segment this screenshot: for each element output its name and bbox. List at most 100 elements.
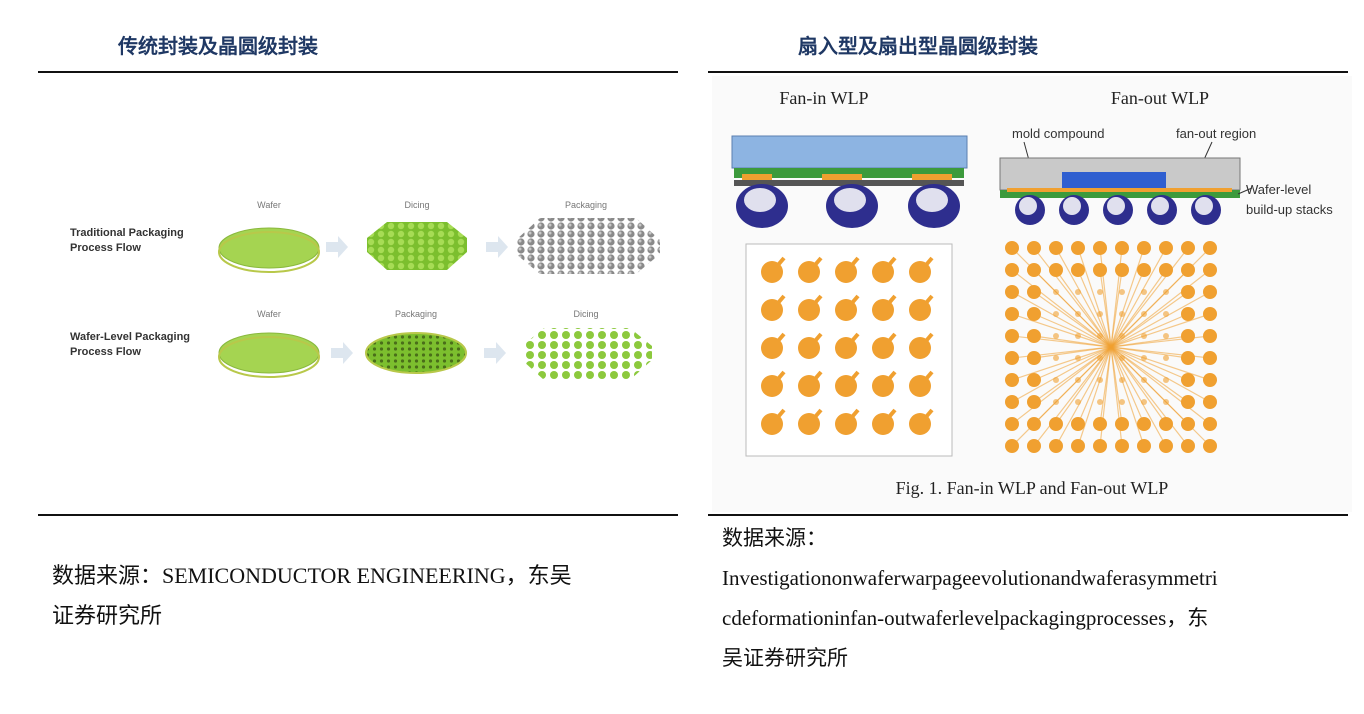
fanout-pad xyxy=(1181,307,1195,321)
fanout-trace xyxy=(1110,346,1211,447)
fanin-pad xyxy=(872,337,894,359)
row1-wafer xyxy=(218,227,320,269)
fanout-pad xyxy=(1181,263,1195,277)
fanout-pad xyxy=(1093,417,1107,431)
right-source-note: 数据来源： Investigationonwaferwarpageevoluti… xyxy=(722,518,1342,678)
fanout-inner-pad xyxy=(1163,289,1169,295)
fanout-pad xyxy=(1159,417,1173,431)
fanout-inner-pad xyxy=(1163,311,1169,317)
fanout-rdl xyxy=(1000,190,1240,198)
left-source-note: 数据来源：SEMICONDUCTOR ENGINEERING，东吴 证券研究所 xyxy=(52,556,672,636)
fanout-pad xyxy=(1203,263,1217,277)
fanin-pad xyxy=(835,299,857,321)
fanout-pad xyxy=(1137,241,1151,255)
fanin-bump-2-hl xyxy=(834,188,866,212)
row1-arrow2 xyxy=(486,236,508,258)
fanin-pad xyxy=(798,261,820,283)
fanin-pad xyxy=(872,413,894,435)
fanout-pad xyxy=(1159,263,1173,277)
fanout-pad xyxy=(1005,329,1019,343)
fanin-pad xyxy=(909,299,931,321)
fanout-trace xyxy=(1077,269,1112,348)
fanout-pad xyxy=(1203,285,1217,299)
fanout-inner-pad xyxy=(1141,311,1147,317)
fanout-pad xyxy=(1115,263,1129,277)
fanout-pad xyxy=(1159,439,1173,453)
fanin-rdl xyxy=(734,168,964,178)
fanout-trace xyxy=(1011,346,1112,381)
fanout-pad xyxy=(1093,439,1107,453)
left-bottom-rule xyxy=(38,514,678,516)
fanout-trace xyxy=(1033,346,1112,381)
row2-packaged-wafer xyxy=(365,332,467,374)
fanout-pad xyxy=(1137,263,1151,277)
fanout-trace xyxy=(1110,346,1167,425)
fanout-pad xyxy=(1203,329,1217,343)
fanout-trace xyxy=(1110,346,1167,447)
fanout-pad xyxy=(1203,241,1217,255)
fanout-pad xyxy=(1181,329,1195,343)
right-source-line3: cdeformationinfan-outwaferlevelpackaging… xyxy=(722,606,1209,630)
fanin-pad-grid xyxy=(761,256,934,435)
fanout-pad xyxy=(1181,285,1195,299)
fanout-pad xyxy=(1027,307,1041,321)
fanout-trace xyxy=(1110,346,1211,381)
row1-step1-label: Wafer xyxy=(257,200,281,210)
fanin-pad xyxy=(835,375,857,397)
fanout-trace xyxy=(1055,346,1112,425)
fanout-trace xyxy=(1033,346,1112,447)
row2-step3-label: Dicing xyxy=(573,309,598,319)
fanout-pad xyxy=(1005,439,1019,453)
fanin-pad xyxy=(872,299,894,321)
row2-wafer-edge xyxy=(218,336,320,378)
fanin-pad xyxy=(909,375,931,397)
fanout-inner-pad xyxy=(1053,355,1059,361)
left-top-rule xyxy=(38,71,678,73)
row1-label-line2: Process Flow xyxy=(70,242,141,254)
fanin-pad-2 xyxy=(822,174,862,180)
fanout-inner-pad xyxy=(1141,333,1147,339)
fanout-bump-3-hl xyxy=(1107,197,1125,215)
fanout-pad xyxy=(1203,417,1217,431)
fanout-trace xyxy=(1011,269,1112,348)
fanout-inner-pad xyxy=(1053,289,1059,295)
fanout-pad xyxy=(1005,373,1019,387)
fanout-trace xyxy=(1110,247,1145,348)
fanin-pad xyxy=(872,261,894,283)
wafer-level-pointer xyxy=(1237,187,1253,195)
mold-compound-label: mold compound xyxy=(1012,126,1105,141)
fanout-inner-pad xyxy=(1053,311,1059,317)
fanout-trace xyxy=(1110,335,1211,348)
fanout-pad xyxy=(1071,263,1085,277)
fanin-pad xyxy=(798,337,820,359)
fanout-trace xyxy=(1110,269,1145,348)
fanout-pad xyxy=(1181,395,1195,409)
fanout-pad xyxy=(1115,439,1129,453)
fanin-pad xyxy=(909,261,931,283)
right-source-line2: Investigationonwaferwarpageevolutionandw… xyxy=(722,566,1218,590)
row1-diced-wafer xyxy=(367,222,467,270)
left-panel-title: 传统封装及晶圆级封装 xyxy=(118,34,318,58)
fanout-pad xyxy=(1115,417,1129,431)
row1-label-line1: Traditional Packaging xyxy=(70,227,184,239)
row1-step2-label: Dicing xyxy=(404,200,429,210)
fanin-pad xyxy=(835,337,857,359)
row2-label-line2: Process Flow xyxy=(70,346,141,358)
fanout-pad xyxy=(1203,351,1217,365)
fanout-pad xyxy=(1005,285,1019,299)
fanout-inner-pad xyxy=(1075,333,1081,339)
row1-arrow1 xyxy=(326,236,348,258)
fanin-pad xyxy=(909,337,931,359)
fanout-pad xyxy=(1049,263,1063,277)
fanout-pad xyxy=(1005,395,1019,409)
left-source-line2: 证券研究所 xyxy=(52,603,163,628)
fanout-pad xyxy=(1159,241,1173,255)
fanout-trace xyxy=(1110,346,1189,447)
fanout-inner-pad xyxy=(1119,333,1125,339)
fanout-trace xyxy=(1110,269,1211,348)
fan-in-fan-out-figure: Fan-in WLP Fan-out WLP mold compound fan… xyxy=(712,76,1352,512)
fanin-pad xyxy=(798,413,820,435)
fanout-pad xyxy=(1071,439,1085,453)
fanout-trace xyxy=(1077,247,1112,348)
fanout-trace xyxy=(1011,346,1112,403)
